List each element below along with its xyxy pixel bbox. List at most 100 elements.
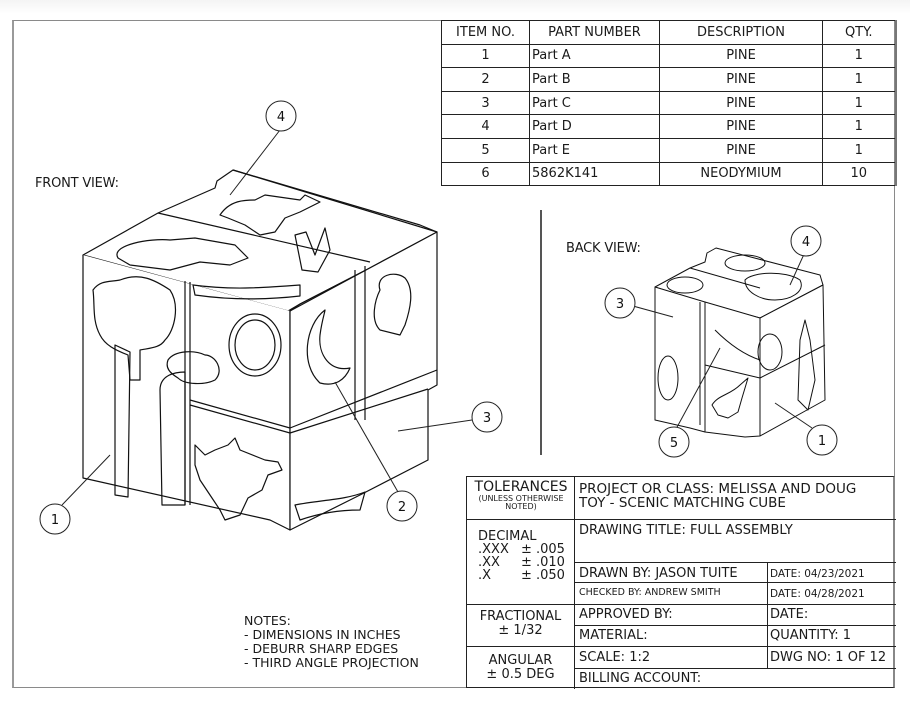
balloon-label: 2	[398, 500, 406, 515]
front-cutout-moon	[306, 309, 351, 385]
balloon-1-back	[806, 424, 838, 456]
angular-tolerance: ANGULAR ± 0.5 DEG	[467, 654, 574, 682]
back-cutout-bird	[711, 377, 749, 419]
cell-desc: NEODYMIUM	[659, 161, 823, 187]
tolerances-title: TOLERANCES	[474, 479, 568, 495]
back-cube-right-face	[759, 284, 826, 437]
cell-desc: PINE	[659, 43, 823, 69]
balloon-5-back	[658, 426, 690, 458]
note-item: - DEBURR SHARP EDGES	[244, 641, 399, 656]
header-description: DESCRIPTION	[659, 20, 823, 45]
decimal-place: .XXX	[478, 542, 509, 557]
angular-value: ± 0.5 DEG	[486, 667, 555, 682]
table-row: 4 Part D PINE 1	[441, 114, 897, 139]
cell-part: Part B	[529, 67, 660, 92]
cell-qty: 1	[822, 90, 897, 116]
balloon-label: 1	[51, 513, 59, 528]
front-view-label: FRONT VIEW:	[35, 176, 119, 191]
dwg-no-field: DWG NO: 1 OF 12	[770, 650, 887, 665]
balloon-label: 3	[483, 411, 491, 426]
front-balloons	[39, 100, 503, 535]
header-item-no: ITEM NO.	[441, 20, 530, 45]
cell-qty: 10	[822, 161, 897, 187]
note-item: - DIMENSIONS IN INCHES	[244, 627, 401, 642]
balloon-label: 5	[670, 436, 678, 451]
title-block: TOLERANCES (UNLESS OTHERWISE NOTED) DECI…	[466, 476, 896, 689]
checked-by-field: CHECKED BY: ANDREW SMITH	[579, 587, 721, 598]
window-top-band	[0, 0, 910, 14]
notes-title: NOTES:	[244, 613, 291, 628]
decimal-label: DECIMAL	[478, 529, 537, 544]
fractional-label: FRACTIONAL	[479, 609, 562, 624]
back-cube-front-face	[704, 301, 761, 438]
back-cutout-circle-top2	[724, 254, 766, 272]
drawn-by-field: DRAWN BY: JASON TUITE	[579, 566, 738, 581]
view-divider-line	[540, 210, 542, 455]
billing-account-field: BILLING ACCOUNT:	[579, 671, 702, 686]
table-header-row: ITEM NO. PART NUMBER DESCRIPTION QTY.	[441, 20, 897, 45]
cell-part: Part D	[529, 114, 660, 139]
approved-by-field: APPROVED BY:	[579, 607, 673, 622]
balloon-4-front	[265, 100, 297, 132]
cell-item: 4	[441, 114, 530, 139]
table-row: 6 5862K141 NEODYMIUM 10	[441, 161, 897, 187]
header-qty: QTY.	[822, 20, 897, 45]
cell-item: 6	[441, 161, 530, 187]
note-item: - THIRD ANGLE PROJECTION	[244, 655, 419, 670]
cell-qty: 1	[822, 67, 897, 92]
balloon-1-front	[39, 503, 71, 535]
cell-part: 5862K141	[529, 161, 660, 187]
front-cutout-cat	[194, 437, 283, 521]
balloon-4-back	[790, 225, 822, 257]
cell-qty: 1	[822, 114, 897, 139]
tolerances-header: TOLERANCES (UNLESS OTHERWISE NOTED)	[469, 480, 573, 511]
quantity-field: QUANTITY: 1	[770, 628, 852, 643]
back-cutout-flower	[744, 272, 802, 301]
top-cutout-star	[219, 194, 321, 236]
balloon-label: 4	[802, 235, 810, 250]
back-cutout-circle-top	[666, 276, 704, 294]
table-row: 5 Part E PINE 1	[441, 137, 897, 163]
bill-of-materials-table: ITEM NO. PART NUMBER DESCRIPTION QTY. 1 …	[441, 20, 897, 187]
balloon-label: 3	[616, 297, 624, 312]
back-view-label: BACK VIEW:	[566, 241, 641, 256]
cell-qty: 1	[822, 43, 897, 69]
project-line: TOY - SCENIC MATCHING CUBE	[579, 495, 786, 511]
drawn-date-field: DATE: 04/23/2021	[770, 568, 865, 580]
cell-qty: 1	[822, 137, 897, 163]
material-field: MATERIAL:	[579, 628, 648, 643]
decimal-place: .X	[478, 568, 492, 583]
front-cutout-circle	[228, 313, 282, 377]
front-cutout-bar	[114, 344, 131, 498]
scale-field: SCALE: 1:2	[579, 650, 651, 665]
back-cutout-circle-right	[757, 333, 783, 371]
cell-part: Part C	[529, 90, 660, 116]
notes-block: NOTES: - DIMENSIONS IN INCHES - DEBURR S…	[244, 614, 419, 670]
table-row: 2 Part B PINE 1	[441, 67, 897, 92]
cell-item: 5	[441, 137, 530, 163]
cube-right-face	[289, 231, 438, 531]
front-cutout-heart	[373, 273, 412, 336]
back-cutout-tree	[797, 319, 816, 411]
table-row: 1 Part A PINE 1	[441, 43, 897, 69]
front-cutout-tree	[92, 276, 177, 381]
cell-desc: PINE	[659, 137, 823, 163]
top-cutout-oval	[116, 237, 249, 271]
balloon-3-front	[471, 401, 503, 433]
project-field: PROJECT OR CLASS: MELISSA AND DOUG TOY -…	[579, 482, 856, 510]
balloon-2-front	[386, 490, 418, 522]
checked-date-field: DATE: 04/28/2021	[770, 588, 865, 600]
fractional-tolerance: FRACTIONAL ± 1/32	[467, 610, 574, 638]
decimal-tol: ± .010	[520, 555, 565, 570]
balloon-3-back	[604, 287, 636, 319]
decimal-place: .XX	[478, 555, 500, 570]
fractional-value: ± 1/32	[498, 623, 543, 638]
cell-desc: PINE	[659, 67, 823, 92]
cell-desc: PINE	[659, 90, 823, 116]
tolerances-subtitle: (UNLESS OTHERWISE	[478, 494, 564, 503]
decimal-tol: ± .005	[520, 542, 565, 557]
back-cutout-circle-left	[657, 355, 679, 401]
decimal-tol: ± .050	[520, 568, 565, 583]
front-view-drawing: 4 1 2 3	[39, 100, 503, 535]
table-row: 3 Part C PINE 1	[441, 90, 897, 116]
